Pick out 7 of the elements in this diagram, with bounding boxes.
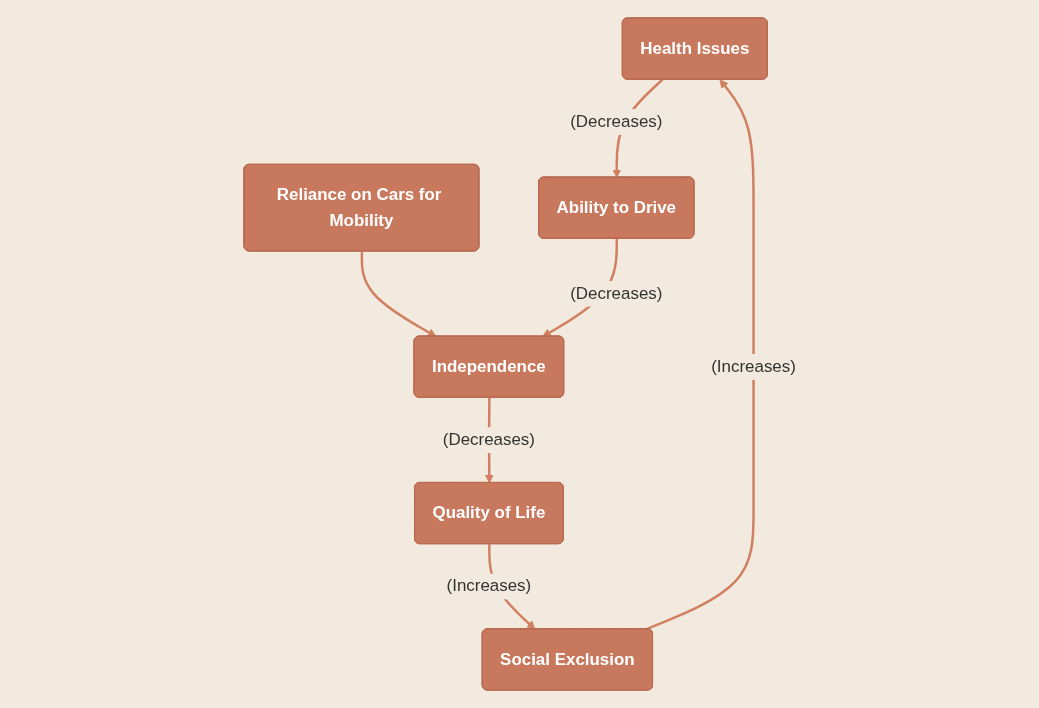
edge-label: (Decreases): [569, 283, 662, 303]
edge-label: (Decreases): [569, 112, 662, 131]
arrow: [360, 251, 437, 337]
edge-label: (Increases): [710, 356, 796, 376]
edge-label: (Increases): [446, 576, 531, 596]
arrow: [644, 79, 755, 631]
edge-label: (Decreases): [442, 430, 535, 450]
